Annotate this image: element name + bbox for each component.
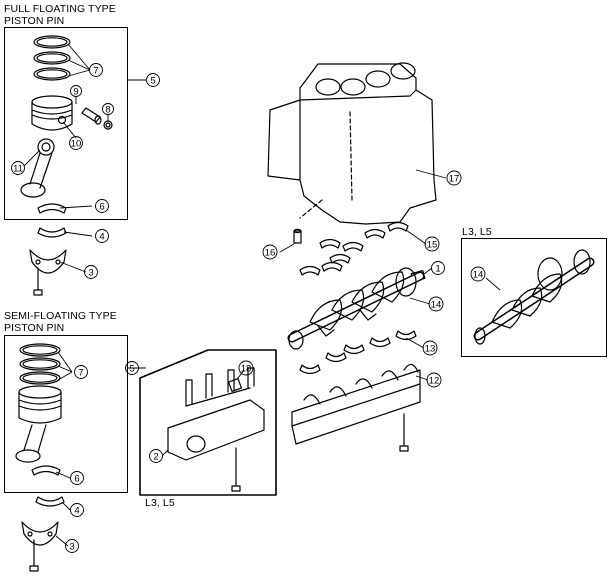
- thrust-bearing-icon: [299, 261, 343, 276]
- crankshaft-variant-icon: [473, 249, 595, 345]
- rod-bearing-lower-icon: [37, 227, 67, 238]
- callout-10: 10: [71, 139, 82, 150]
- main-bearing-caps-icon: [291, 363, 421, 452]
- lower-block-note: L3, L5: [145, 497, 175, 509]
- callout-11: 11: [13, 164, 23, 175]
- callout-12: 12: [429, 376, 440, 387]
- lower-block-icon: [167, 367, 265, 492]
- lower-main-bearings-icon: [299, 330, 417, 375]
- semi-rod-bearing-upper-icon: [31, 465, 61, 476]
- callout-4-semi: 4: [74, 506, 79, 517]
- callout-15: 15: [427, 240, 438, 251]
- callout-7-full: 7: [93, 66, 98, 77]
- crankshaft-note: L3, L5: [462, 226, 492, 238]
- semi-rod-bearing-lower-icon: [35, 496, 65, 507]
- full-floating-frame: [4, 27, 128, 220]
- callout-3-full: 3: [88, 268, 93, 279]
- semi-floating-frame: [4, 335, 128, 493]
- semi-floating-title-line2: PISTON PIN: [4, 322, 65, 334]
- semi-piston-rings-icon: [19, 343, 61, 385]
- full-floating-title: FULL FLOATING TYPE PISTON PIN: [4, 3, 116, 27]
- callout-9: 9: [73, 87, 78, 98]
- callout-16: 16: [265, 248, 276, 259]
- semi-floating-title: SEMI-FLOATING TYPE PISTON PIN: [4, 310, 117, 334]
- callout-14-main: 14: [431, 300, 442, 311]
- cylinder-block-icon: [267, 62, 437, 225]
- callout-5-semi: 5: [129, 364, 134, 375]
- callout-6-semi: 6: [74, 474, 79, 485]
- semi-rod-cap-icon: [21, 521, 59, 546]
- crankshaft-variant-frame: [461, 238, 607, 357]
- semi-connecting-rod-icon: [15, 424, 47, 463]
- callout-7-semi: 7: [78, 368, 83, 379]
- callout-5-full: 5: [150, 76, 155, 87]
- callout-4-full: 4: [99, 232, 104, 243]
- full-floating-title-line1: FULL FLOATING TYPE: [4, 3, 116, 15]
- callout-18: 18: [241, 364, 252, 375]
- crankshaft-icon: [287, 267, 425, 350]
- callout-13: 13: [425, 344, 436, 355]
- callout-2: 2: [153, 452, 158, 463]
- piston-rings-icon: [33, 35, 71, 81]
- semi-rod-bolt-icon: [29, 539, 39, 572]
- semi-floating-title-line1: SEMI-FLOATING TYPE: [4, 310, 117, 322]
- connecting-rod-icon: [20, 138, 55, 198]
- callout-6-full: 6: [99, 202, 104, 213]
- callout-3-semi: 3: [69, 542, 74, 553]
- dowel-pin-icon: [293, 228, 302, 244]
- callout-8: 8: [105, 105, 110, 116]
- callout-14-variant: 14: [473, 270, 484, 281]
- piston-pin-icon: [81, 107, 102, 125]
- rod-bolt-icon: [33, 267, 43, 296]
- upper-main-bearings-icon: [319, 221, 409, 264]
- callout-1: 1: [435, 264, 440, 275]
- callout-markers: [11, 63, 486, 553]
- full-floating-title-line2: PISTON PIN: [4, 15, 65, 27]
- lower-block-frame: [139, 349, 277, 496]
- semi-piston-icon: [18, 385, 62, 424]
- piston-icon: [31, 95, 73, 131]
- callout-17: 17: [449, 174, 460, 185]
- rod-bearing-upper-icon: [37, 203, 67, 214]
